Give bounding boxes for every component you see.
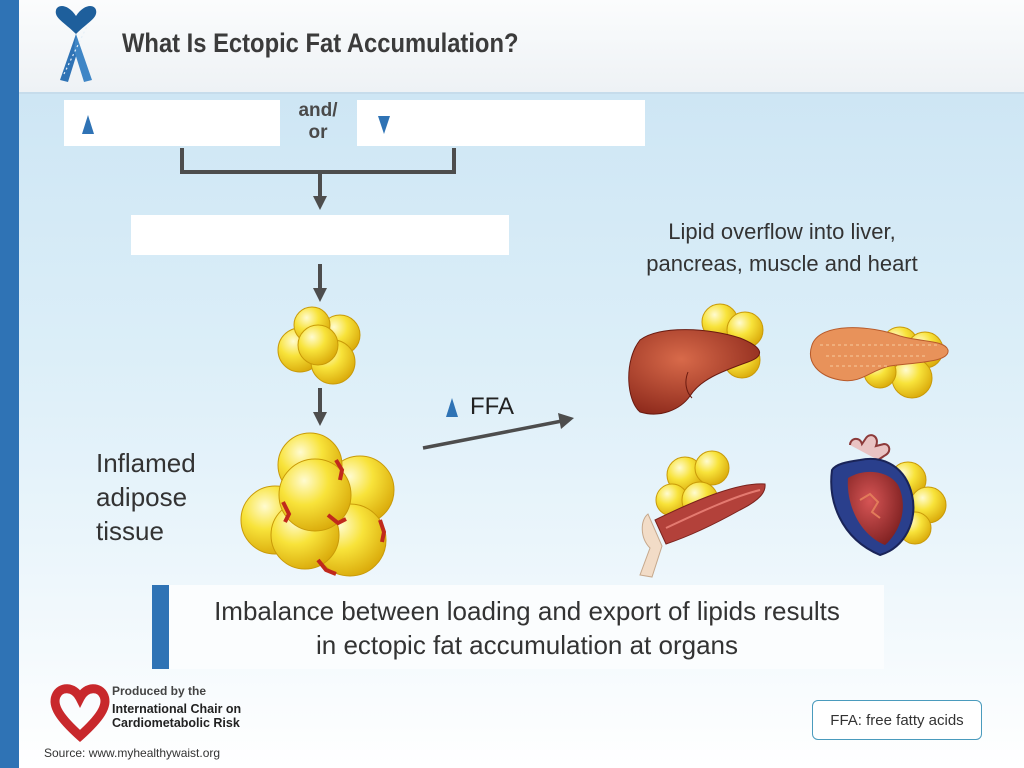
- inflamed-tissue-label: Inflamed adipose tissue: [96, 446, 196, 548]
- pancreas-icon: [810, 326, 949, 399]
- conclusion-accent-bar: [152, 585, 169, 669]
- conclusion-box: [152, 585, 884, 669]
- ffa-arrow-label: FFA: [470, 393, 515, 420]
- awareness-ribbon-icon: [55, 6, 97, 82]
- middle-box: [131, 215, 509, 255]
- increase-box: [64, 100, 280, 146]
- inflamed-line-2: adipose: [96, 482, 188, 512]
- conclusion-line-2: in ectopic fat accumulation at organs: [315, 630, 739, 660]
- and-or-connector: and/ or: [290, 100, 346, 144]
- decrease-triangle-icon: [378, 116, 390, 134]
- connector-line-2: or: [308, 122, 328, 143]
- inflamed-line-3: tissue: [96, 516, 164, 546]
- ffa-increase-triangle-icon: [446, 398, 458, 417]
- muscle-icon: [639, 450, 766, 578]
- inflamed-line-1: Inflamed: [96, 448, 196, 478]
- arrow-to-inflamed-tissue: [313, 412, 327, 426]
- bracket-connector: [180, 148, 456, 198]
- connector-line-1: and/: [298, 100, 338, 121]
- left-accent-bar: [0, 0, 19, 768]
- liver-icon: [628, 303, 764, 415]
- header-bar: [19, 0, 1024, 92]
- org-name-line-2: Cardiometabolic Risk: [112, 716, 240, 730]
- heart-icon: [830, 434, 947, 557]
- producer-credit: Produced by the International Chair on C…: [112, 684, 241, 730]
- ffa-arrow: [558, 413, 574, 429]
- conclusion-line-1: Imbalance between loading and export of …: [214, 596, 840, 626]
- overflow-line-1: Lipid overflow into liver,: [668, 219, 896, 244]
- header-divider: [19, 92, 1024, 94]
- arrow-to-fat-cell: [313, 288, 327, 302]
- icccr-heart-logo: [50, 684, 110, 743]
- lipid-overflow-label: Lipid overflow into liver, pancreas, mus…: [612, 216, 952, 280]
- org-name-line-1: International Chair on: [112, 702, 242, 716]
- conclusion-text: Imbalance between loading and export of …: [176, 594, 878, 662]
- increase-triangle-icon: [82, 115, 94, 134]
- produced-by-text: Produced by the: [112, 684, 207, 698]
- arrow-to-middle-box: [313, 196, 327, 210]
- overflow-line-2: pancreas, muscle and heart: [646, 251, 918, 276]
- source-text: Source: www.myhealthywaist.org: [44, 746, 221, 760]
- ffa-definition-note: FFA: free fatty acids: [812, 700, 982, 740]
- page-title: What Is Ectopic Fat Accumulation?: [122, 28, 519, 58]
- decrease-box: [357, 100, 645, 146]
- inflamed-adipose-tissue-icon: [240, 432, 395, 577]
- adipocyte-cluster-icon: [277, 306, 361, 385]
